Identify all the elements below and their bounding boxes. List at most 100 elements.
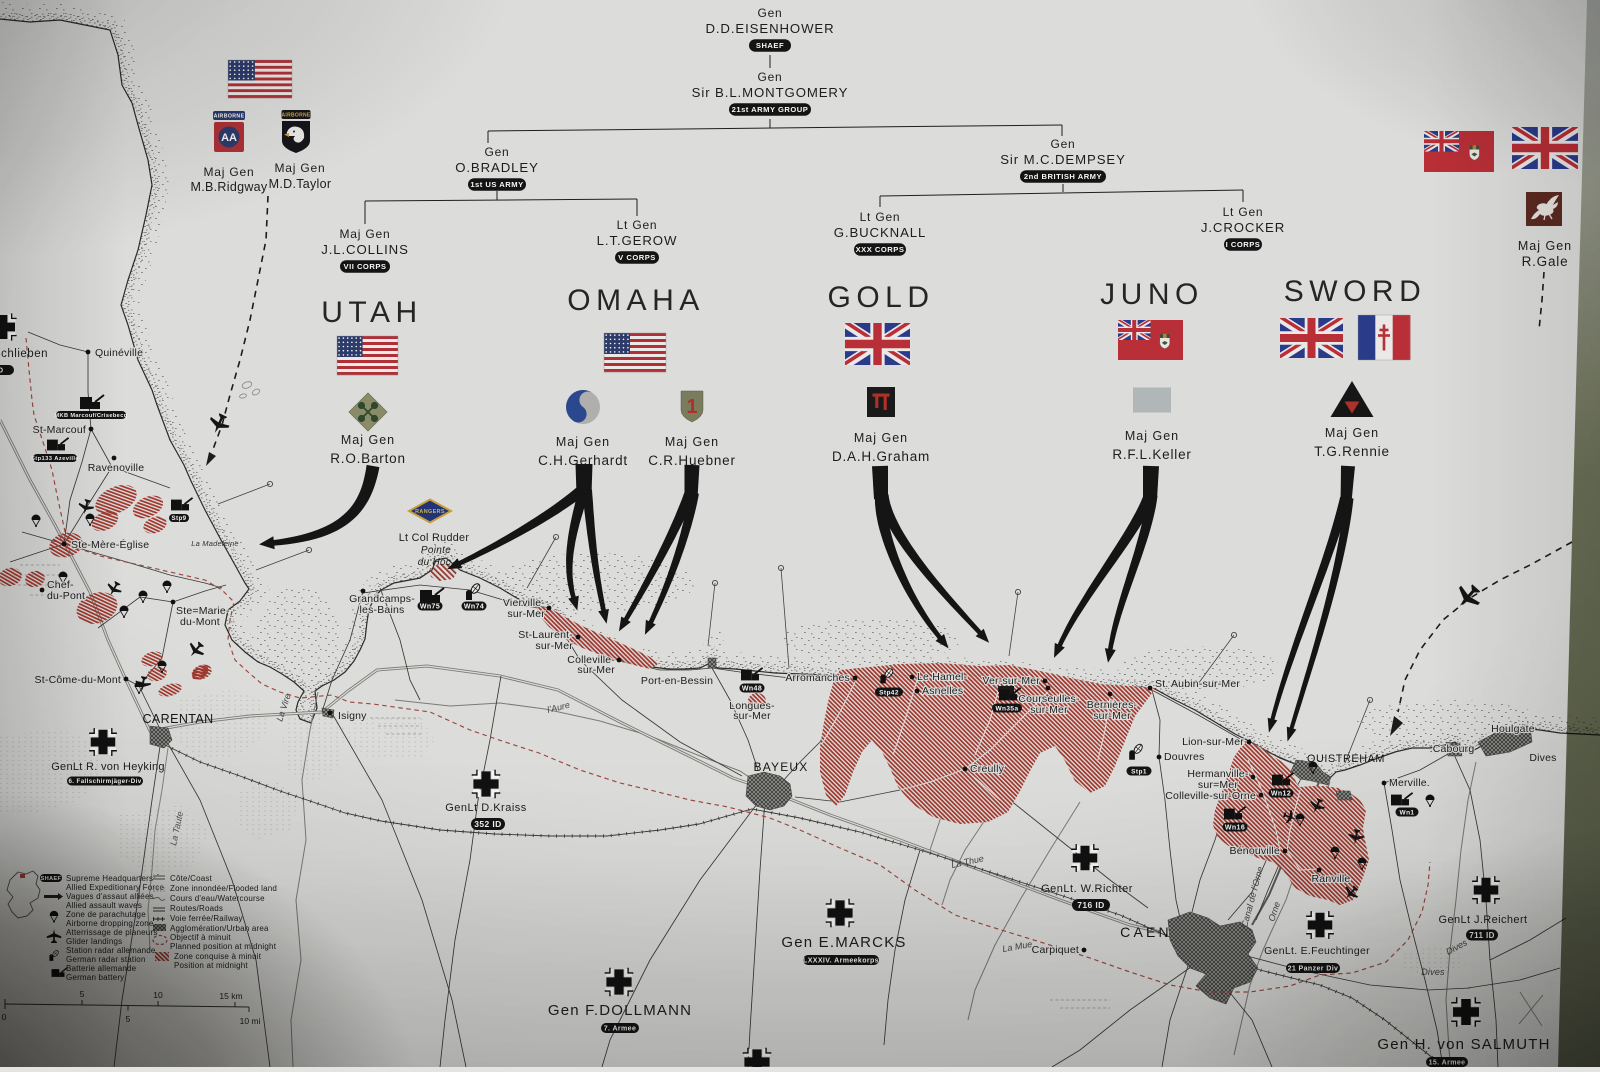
svg-text:CAEN: CAEN: [1120, 924, 1172, 940]
svg-text:Ranville: Ranville: [1312, 873, 1351, 885]
svg-text:Bénouville: Bénouville: [1230, 845, 1280, 857]
svg-text:Maj Gen: Maj Gen: [1518, 239, 1572, 253]
svg-text:GenLt R. von Heyking: GenLt R. von Heyking: [51, 761, 165, 773]
svg-text:Le Hamel-: Le Hamel-: [917, 671, 968, 683]
svg-text:M.B.Ridgway: M.B.Ridgway: [191, 180, 268, 194]
svg-text:G.BUCKNALL: G.BUCKNALL: [834, 225, 927, 240]
svg-text:15. Armee: 15. Armee: [1429, 1060, 1466, 1067]
svg-text:Côte/Coast: Côte/Coast: [170, 874, 213, 883]
svg-text:Agglomération/Urban area: Agglomération/Urban area: [170, 924, 269, 933]
svg-text:JUNO: JUNO: [1100, 278, 1204, 311]
svg-text:SHAEF: SHAEF: [41, 876, 62, 882]
svg-text:Isigny: Isigny: [338, 710, 367, 722]
svg-text:les-Bains: les-Bains: [360, 604, 405, 616]
svg-text:sur-Mer: sur-Mer: [733, 710, 771, 722]
svg-text:Zone conquise à minuit: Zone conquise à minuit: [174, 952, 262, 961]
svg-text:BAYEUX: BAYEUX: [754, 760, 809, 774]
svg-text:OUISTREHAM: OUISTREHAM: [1307, 753, 1385, 765]
svg-text:Wn48: Wn48: [742, 686, 762, 693]
svg-text:5: 5: [80, 989, 85, 999]
svg-text:Voie ferrée/Railway: Voie ferrée/Railway: [170, 914, 243, 923]
svg-text:D.D.EISENHOWER: D.D.EISENHOWER: [705, 21, 834, 36]
svg-text:XXX CORPS: XXX CORPS: [856, 245, 905, 254]
svg-text:Pointe: Pointe: [421, 545, 451, 556]
svg-text:du-Mont: du-Mont: [180, 616, 220, 628]
svg-text:C.R.Huebner: C.R.Huebner: [648, 453, 736, 468]
svg-text:I CORPS: I CORPS: [1226, 240, 1261, 249]
svg-text:Allied Expeditionary Force: Allied Expeditionary Force: [66, 883, 164, 892]
svg-text:352 ID: 352 ID: [474, 819, 501, 829]
svg-text:R.F.L.Keller: R.F.L.Keller: [1112, 447, 1191, 462]
svg-text:Routes/Roads: Routes/Roads: [170, 904, 223, 913]
svg-text:Colleville-sur-Orne: Colleville-sur-Orne: [1165, 790, 1256, 802]
svg-text:du-Pont: du-Pont: [47, 590, 85, 602]
svg-text:Wn12: Wn12: [1271, 791, 1291, 798]
svg-text:du Hoc.: du Hoc.: [418, 557, 455, 568]
svg-text:0: 0: [2, 1012, 7, 1022]
svg-text:Ravenoville: Ravenoville: [88, 462, 144, 474]
svg-text:SWORD: SWORD: [1284, 275, 1427, 308]
svg-text:Objectif à minuit: Objectif à minuit: [170, 933, 231, 942]
svg-text:La Madeleine: La Madeleine: [191, 539, 238, 548]
svg-text:LXXXIV. Armeekorps: LXXXIV. Armeekorps: [803, 958, 879, 965]
svg-text:Gen E.MARCKS: Gen E.MARCKS: [781, 934, 906, 951]
svg-text:Lt Gen: Lt Gen: [1223, 205, 1264, 219]
svg-text:Maj Gen: Maj Gen: [665, 435, 719, 449]
svg-text:21 Panzer Div: 21 Panzer Div: [1288, 966, 1339, 973]
svg-text:Zone innondée/Flooded land: Zone innondée/Flooded land: [170, 884, 277, 893]
svg-text:Arromanches: Arromanches: [785, 672, 850, 684]
svg-text:Airborne dropping zone: Airborne dropping zone: [66, 919, 154, 928]
svg-text:J.L.COLLINS: J.L.COLLINS: [321, 242, 409, 257]
svg-text:2nd BRITISH ARMY: 2nd BRITISH ARMY: [1024, 172, 1102, 181]
svg-text:St. Aubin-sur-Mer: St. Aubin-sur-Mer: [1155, 678, 1240, 690]
svg-text:10: 10: [153, 990, 163, 1000]
svg-text:Port-en-Bessin: Port-en-Bessin: [641, 675, 713, 687]
svg-text:GenLt D.Kraiss: GenLt D.Kraiss: [445, 802, 527, 814]
svg-text:Allied assault waves: Allied assault waves: [66, 901, 142, 910]
svg-text:Maj Gen: Maj Gen: [204, 165, 255, 179]
svg-text:Stp42: Stp42: [879, 689, 899, 696]
svg-text:Houlgate: Houlgate: [1491, 723, 1535, 735]
svg-text:.Cabourg: .Cabourg: [1430, 743, 1475, 755]
svg-text:AIRBORNE: AIRBORNE: [214, 114, 245, 120]
svg-text:sur-Mer: sur-Mer: [535, 640, 573, 652]
svg-text:Wn1: Wn1: [1400, 809, 1415, 816]
svg-text:O.BRADLEY: O.BRADLEY: [455, 160, 539, 175]
svg-text:J.CROCKER: J.CROCKER: [1201, 220, 1285, 235]
svg-text:Lt Gen: Lt Gen: [860, 210, 901, 224]
svg-text:Maj Gen: Maj Gen: [340, 227, 391, 241]
svg-text:Asnelles: Asnelles: [922, 685, 963, 697]
svg-text:GenLt. E.Feuchtinger: GenLt. E.Feuchtinger: [1264, 945, 1370, 957]
svg-text:Quinéville: Quinéville: [95, 347, 143, 359]
svg-text:OMAHA: OMAHA: [567, 284, 705, 317]
svg-text:von Schlieben: von Schlieben: [0, 348, 48, 360]
svg-text:St-Côme-du-Mont: St-Côme-du-Mont: [35, 674, 121, 686]
svg-text:UTAH: UTAH: [321, 296, 422, 329]
svg-text:Lt Gen: Lt Gen: [617, 218, 658, 232]
svg-text:10 mi: 10 mi: [240, 1016, 261, 1026]
svg-text:Maj Gen: Maj Gen: [1125, 429, 1179, 443]
svg-text:GenLt. W.Richter: GenLt. W.Richter: [1041, 883, 1133, 895]
svg-text:Gen F.DOLLMANN: Gen F.DOLLMANN: [548, 1002, 692, 1019]
svg-text:T.G.Rennie: T.G.Rennie: [1314, 444, 1390, 459]
svg-text:Planned position at midnight: Planned position at midnight: [170, 942, 277, 951]
svg-text:VII CORPS: VII CORPS: [344, 262, 387, 271]
svg-text:Maj Gen: Maj Gen: [854, 431, 908, 445]
svg-text:sur-Mer: sur-Mer: [577, 664, 615, 676]
svg-text:sur-Mer: sur-Mer: [1093, 710, 1131, 722]
svg-text:Vagues d'assaut alliées: Vagues d'assaut alliées: [66, 892, 154, 901]
svg-text:Glider landings: Glider landings: [66, 937, 122, 946]
svg-text:GenLt J.Reichert: GenLt J.Reichert: [1439, 914, 1528, 926]
svg-text:D.A.H.Graham: D.A.H.Graham: [832, 449, 930, 464]
svg-text:1st US ARMY: 1st US ARMY: [470, 180, 523, 189]
svg-text:Gen: Gen: [757, 70, 782, 84]
svg-text:21st ARMY GROUP: 21st ARMY GROUP: [732, 105, 809, 114]
svg-text:AA: AA: [221, 132, 237, 144]
svg-text:Zone de parachutage: Zone de parachutage: [66, 910, 146, 919]
svg-text:6. Fallschirmjäger-Div: 6. Fallschirmjäger-Div: [68, 778, 141, 785]
svg-text:Station radar allemande: Station radar allemande: [66, 946, 156, 955]
svg-text:Wn74: Wn74: [464, 604, 484, 611]
svg-text:Gen: Gen: [484, 145, 509, 159]
svg-text:Batterie allemande: Batterie allemande: [66, 964, 137, 973]
svg-text:Dives: Dives: [1529, 752, 1556, 764]
